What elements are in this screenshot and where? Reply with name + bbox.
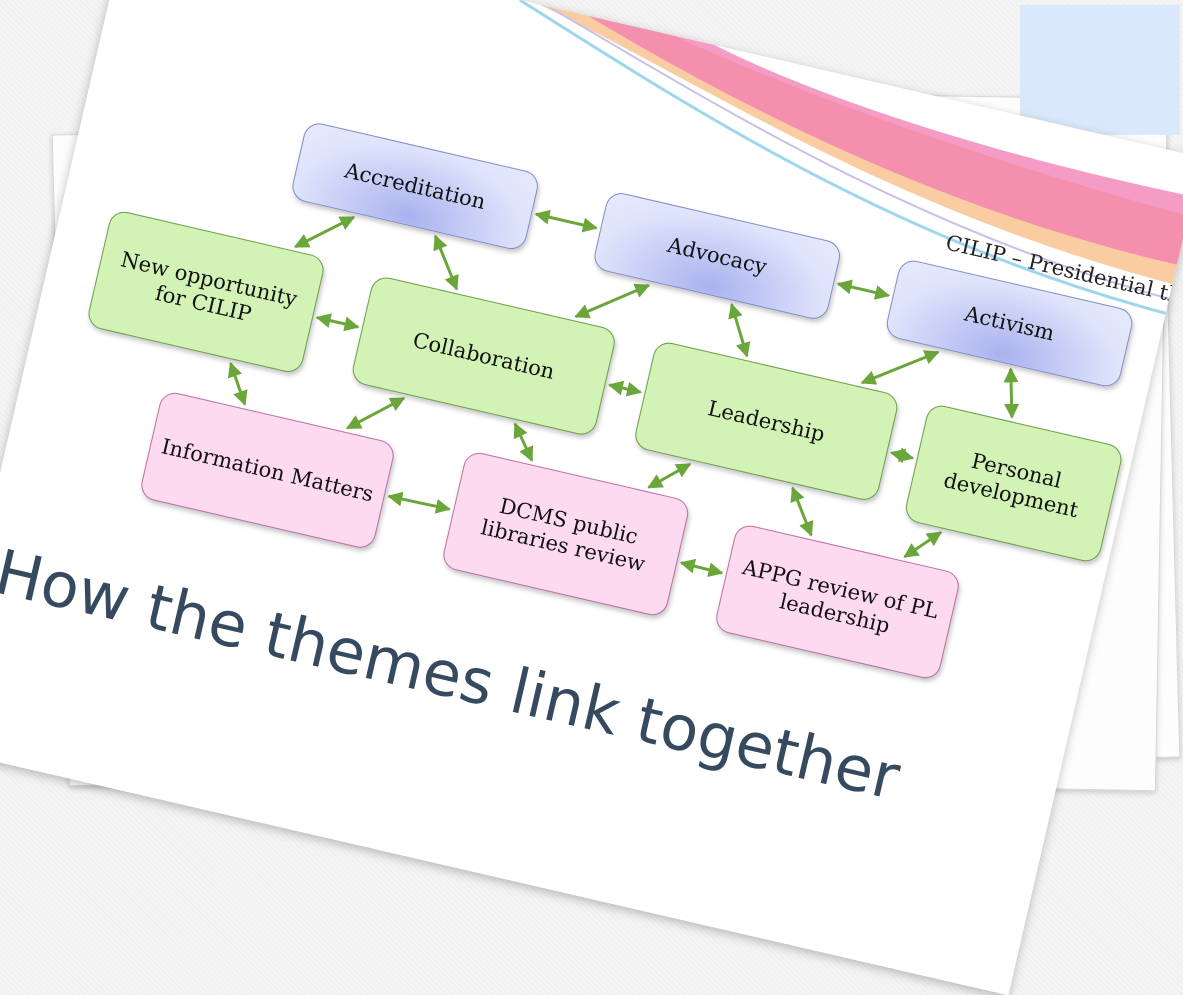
link-arrow-activism-leadership [860,350,940,385]
link-arrow-new-opportunity-information-matters [227,361,248,406]
theme-label: DCMS public libraries review [478,494,648,577]
theme-label: New opportunity for CILIP [118,247,300,327]
link-arrow-accreditation-new-opportunity [293,215,356,249]
theme-label: Personal development [941,449,1081,523]
link-arrow-accreditation-collaboration [433,234,459,291]
link-arrow-leadership-personal-development [889,447,915,464]
link-arrow-collaboration-dcms-review [513,422,534,462]
link-arrow-advocacy-leadership [728,303,751,358]
link-arrow-activism-personal-development [1003,367,1020,419]
theme-label: Activism [962,301,1057,346]
link-arrow-leadership-appg-review [790,486,814,537]
theme-label: Accreditation [342,158,488,214]
back-slide-panel [1020,5,1180,135]
theme-label: Advocacy [665,232,770,279]
link-arrow-advocacy-collaboration [574,283,651,319]
link-arrow-collaboration-information-matters [345,396,406,430]
theme-label: Information Matters [159,433,376,506]
header-swoosh [518,0,1183,315]
link-arrow-personal-development-appg-review [903,531,943,559]
theme-label: Leadership [705,395,828,446]
link-arrow-dcms-review-appg-review [679,558,724,578]
link-arrow-collaboration-leadership [607,380,643,397]
link-arrow-information-matters-dcms-review [387,491,451,514]
link-arrow-accreditation-advocacy [534,209,598,233]
theme-label: APPG review of PL leadership [740,555,941,638]
theme-label: Collaboration [410,327,557,384]
link-arrow-new-opportunity-collaboration [315,313,360,332]
link-arrow-leadership-dcms-review [647,462,692,489]
link-arrow-advocacy-activism [836,279,891,300]
